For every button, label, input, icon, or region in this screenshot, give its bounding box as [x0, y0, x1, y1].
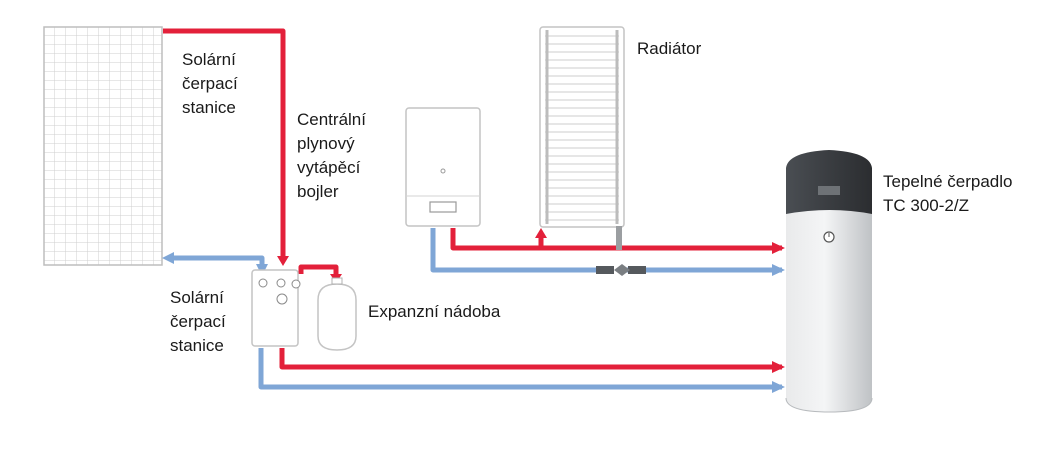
arrow-head-icon	[772, 361, 785, 373]
heat-pump-label: Tepelné čerpadlo TC 300-2/Z	[883, 172, 1013, 215]
solar-pump-station-icon	[251, 269, 301, 347]
arrow-head-icon	[162, 252, 174, 264]
solar-station-bottom-label: Solární čerpací stanice	[170, 288, 226, 355]
expansion-vessel-label: Expanzní nádoba	[368, 302, 501, 321]
arrow-head-icon	[535, 228, 547, 238]
return-pipe-boiler	[430, 228, 600, 273]
solar-station-top-label: Solární čerpací stanice	[182, 50, 238, 117]
solar-panel-icon	[43, 26, 163, 266]
gauge-icon	[258, 278, 268, 288]
supply-pipe-solar	[163, 28, 286, 262]
gas-boiler-icon	[405, 107, 481, 227]
mixing-valve-icon	[596, 264, 646, 276]
boiler-label: Centrální plynový vytápěcí bojler	[297, 110, 366, 201]
expansion-vessel-icon	[317, 277, 357, 351]
supply-pipe-expansion	[298, 264, 339, 276]
radiator-icon	[539, 26, 625, 250]
supply-pipe-station	[279, 348, 782, 370]
return-pipe-solar	[170, 255, 265, 268]
supply-pipe-boiler	[450, 228, 782, 251]
return-pipe-station	[258, 348, 782, 390]
pump-icon	[276, 293, 288, 305]
heat-pump-icon	[785, 150, 873, 413]
gauge-icon	[276, 278, 286, 288]
radiator-label: Radiátor	[637, 39, 702, 58]
arrow-head-icon	[772, 264, 785, 276]
supply-pipes	[163, 28, 782, 370]
arrow-head-icon	[277, 256, 289, 266]
arrow-head-icon	[772, 381, 785, 393]
arrow-head-icon	[772, 242, 785, 254]
